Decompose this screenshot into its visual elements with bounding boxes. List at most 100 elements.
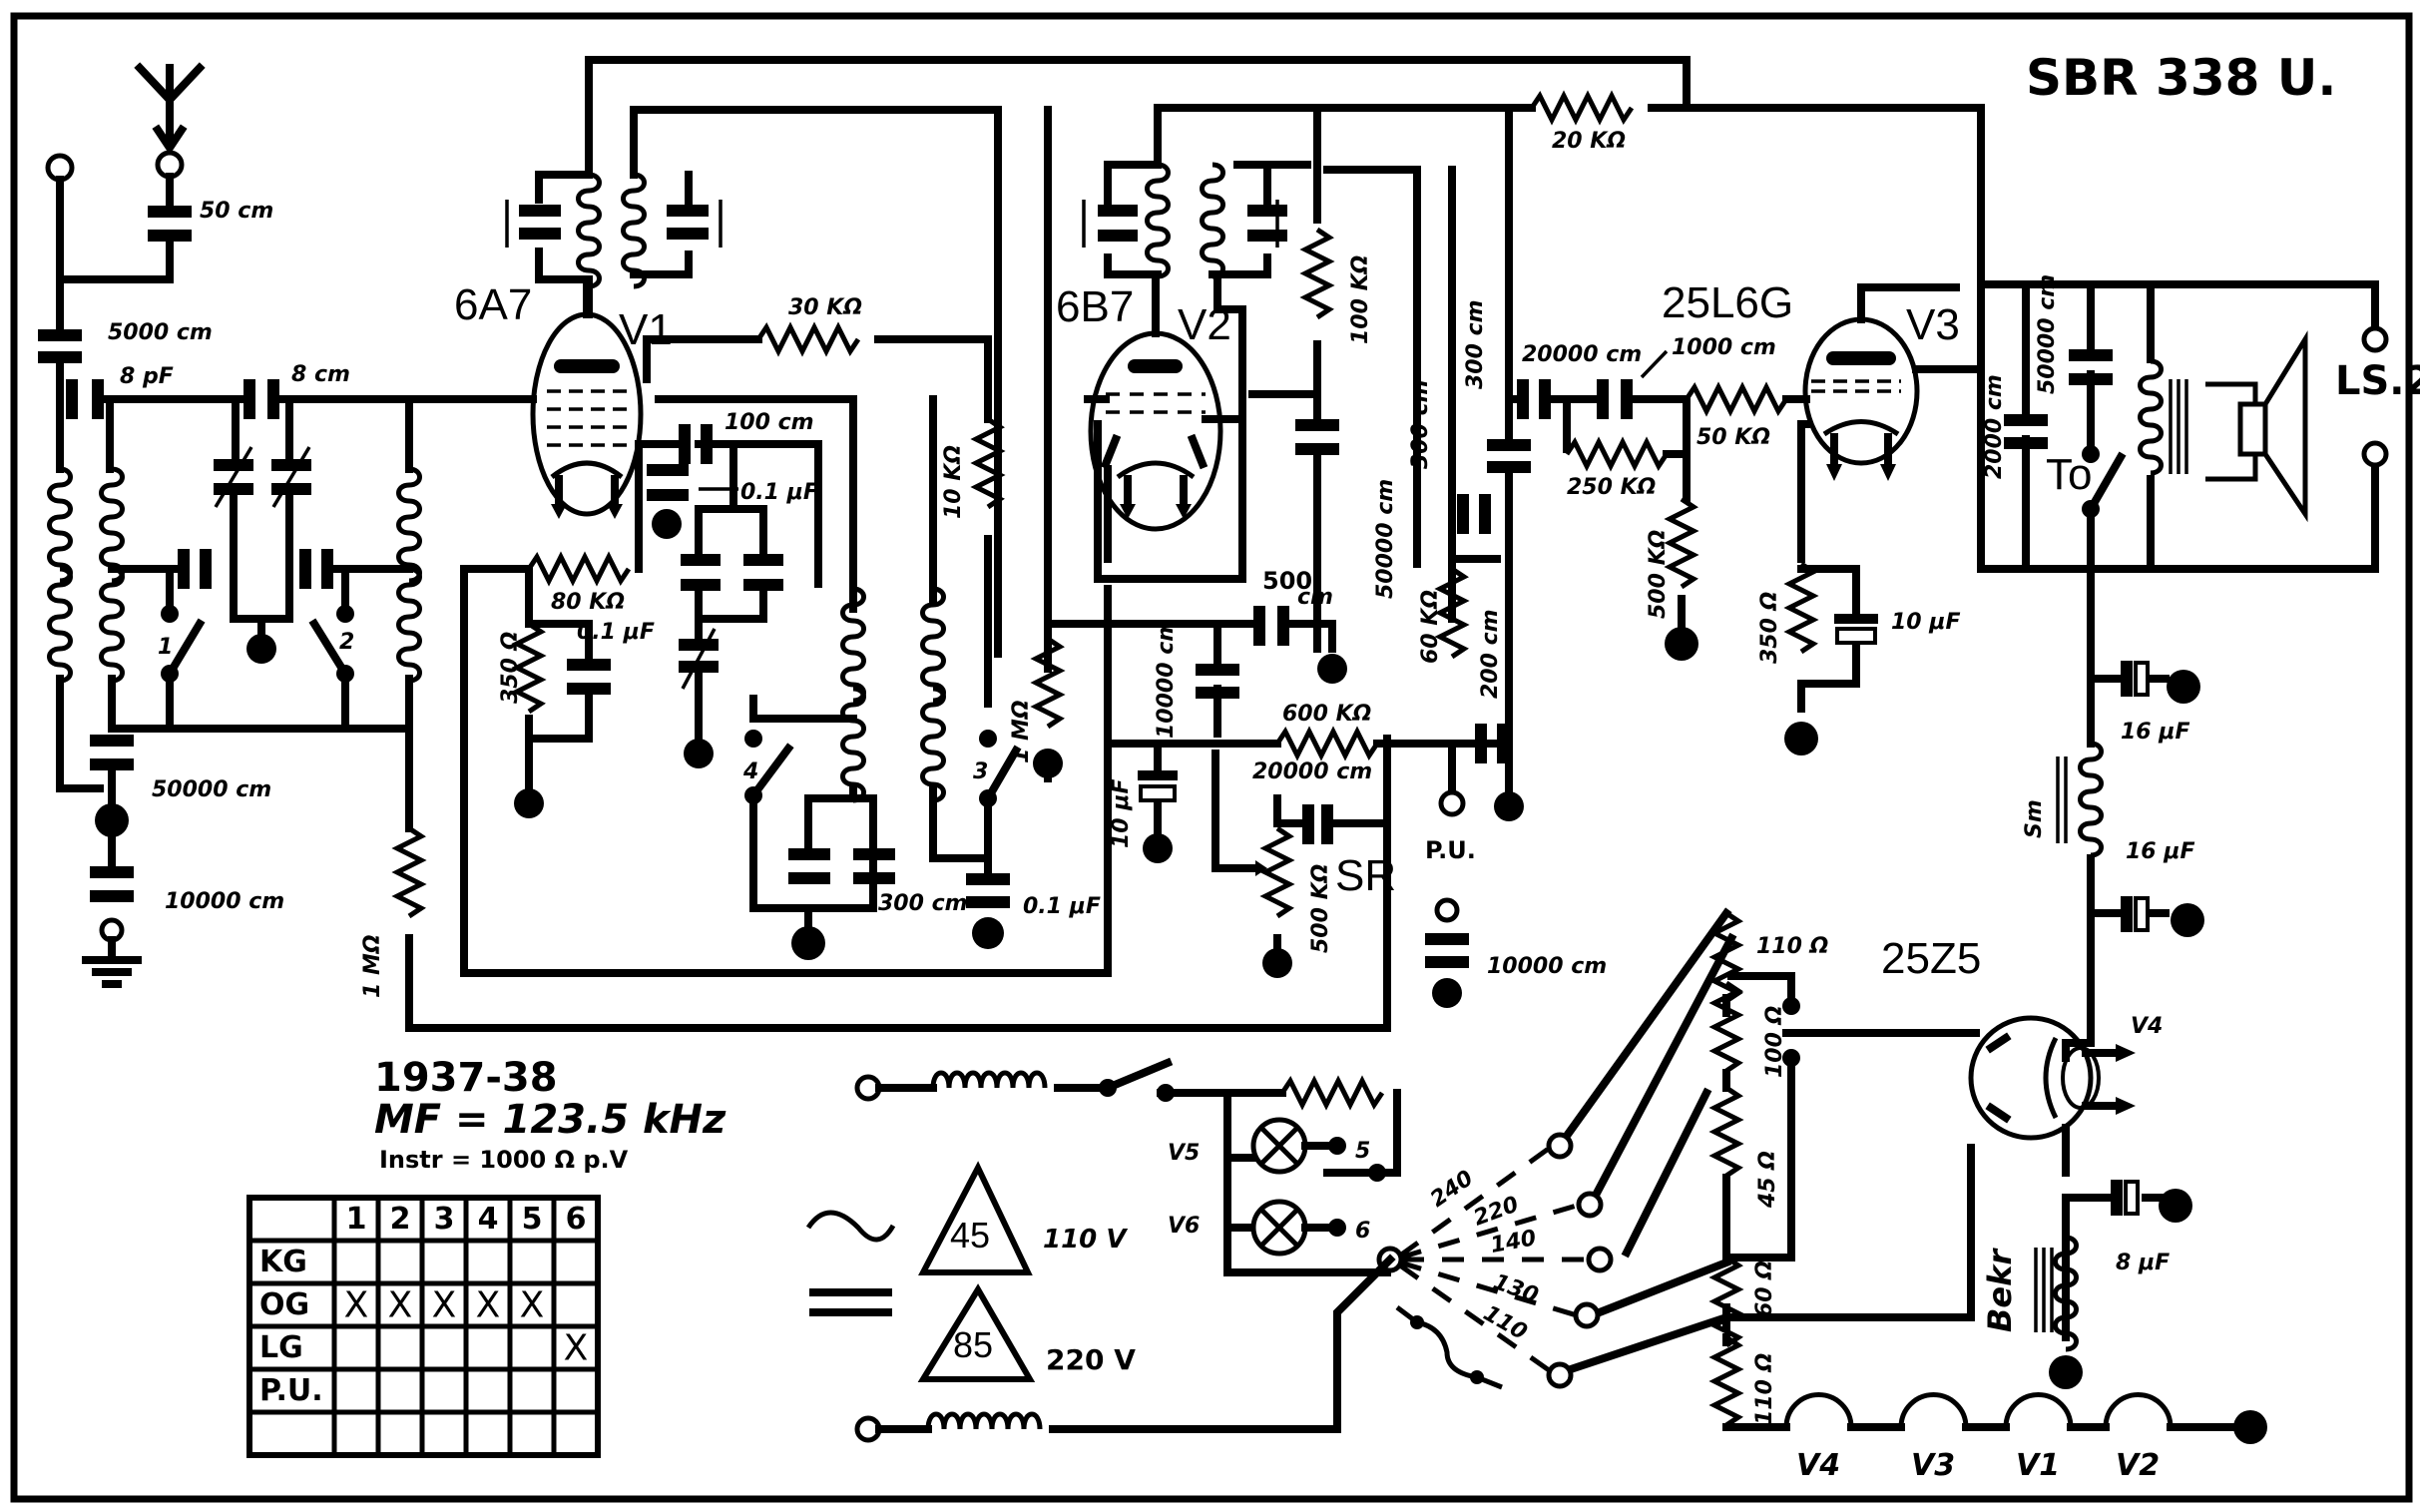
resistor-600k	[1277, 732, 1377, 756]
table-header-cell: 1	[346, 1202, 367, 1237]
cap-0.1uF-b-label: 0.1 μF	[577, 620, 655, 645]
power-switch[interactable]	[1102, 1057, 1174, 1094]
voltage-tap-240[interactable]	[1546, 1132, 1574, 1160]
cap-1000cm	[1597, 379, 1609, 419]
triangle-85-label: 85	[953, 1324, 993, 1365]
resistor-100-label: 100 Ω	[1762, 1006, 1787, 1078]
resistor-1M-left	[397, 828, 421, 916]
antenna-cap-label: 50 cm	[200, 199, 273, 224]
antenna-coil-1	[50, 469, 71, 581]
cap-10000cm-mid	[1196, 664, 1239, 676]
oscillator-coil-1	[843, 589, 864, 701]
voltage-tap-220[interactable]	[1576, 1191, 1604, 1219]
cap-0.1uF-b	[567, 659, 611, 671]
pilot-lamp-v6	[1250, 1199, 1308, 1257]
cap-8uF	[2111, 1180, 2123, 1216]
resistor-100k-label: 100 KΩ	[1348, 255, 1373, 344]
resistor-350-out	[1789, 564, 1813, 652]
resistor-500k-out-label: 500 KΩ	[1646, 530, 1671, 619]
cap-2000cm-label: 2000 cm	[1982, 374, 2007, 479]
cap-5000cm-label: 5000 cm	[108, 320, 213, 345]
oscillator-coil-2	[843, 689, 864, 800]
table-row-label: P.U.	[259, 1373, 323, 1408]
ac-dc-symbol-icon	[805, 1210, 896, 1316]
switch-3[interactable]	[982, 745, 1022, 804]
heater-v1: V1	[2016, 1448, 2060, 1483]
oscillator-coil-4	[923, 689, 944, 800]
if-transformer-1-primary	[579, 175, 600, 286]
tube-v1-type: 6A7	[454, 280, 532, 329]
tone-switch[interactable]	[2085, 451, 2127, 515]
switch-2[interactable]	[308, 565, 351, 733]
frame-border	[10, 12, 2413, 1503]
table-row-label: OG	[259, 1287, 309, 1322]
resistor-500k-sr-label: 500 KΩ	[1308, 864, 1333, 953]
volt-220-label: 220 V	[1046, 1343, 1136, 1376]
cap-10uF-out-label: 10 μF	[1891, 610, 1961, 635]
resistor-500k-out	[1670, 499, 1694, 587]
cap-16uF-b	[2121, 896, 2133, 932]
resistor-1M-mid-label: 1 MΩ	[1009, 700, 1034, 763]
resistor-60-label: 60 Ω	[1752, 1260, 1777, 1317]
resistor-1M-mid	[1036, 639, 1060, 727]
if-transformer-2-secondary	[1203, 165, 1223, 276]
cap-8pf-label: 8 pF	[120, 364, 174, 389]
table-header-cell: 6	[566, 1202, 587, 1237]
voltage-tap-130[interactable]	[1573, 1301, 1601, 1329]
resistor-60	[1714, 1258, 1738, 1345]
table-cell-mark: X	[476, 1285, 501, 1326]
cap-100cm	[679, 424, 691, 464]
cap-100cm-label: 100 cm	[725, 410, 814, 435]
pickup-label: P.U.	[1425, 836, 1476, 864]
tone-label: To	[2046, 450, 2092, 499]
cap-0.1uF-c-label: 0.1 μF	[1023, 894, 1101, 919]
tube-v3-type: 25L6G	[1662, 278, 1793, 327]
resistor-100k	[1305, 230, 1329, 317]
cap-10000cm-pu-label: 10000 cm	[1487, 954, 1607, 979]
voltage-tap-110[interactable]	[1546, 1361, 1574, 1389]
resistor-350-label: 350 Ω	[498, 632, 523, 704]
ls2-terminal-bottom[interactable]	[2361, 440, 2389, 468]
ls2-terminal-top[interactable]	[2361, 325, 2389, 353]
cap-16uF-a-label: 16 μF	[2121, 720, 2190, 745]
cap-2000cm	[2004, 414, 2048, 426]
oscillator-coil-3	[923, 589, 944, 701]
antenna-capacitor	[148, 206, 192, 218]
cap-1000cm-label: 1000 cm	[1672, 335, 1776, 360]
switch-1-label: 1	[158, 635, 173, 660]
tube-v4-ref: V4	[2131, 1014, 2163, 1039]
tube-v3-25l6g	[1802, 316, 1920, 481]
cap-50000cm-left	[90, 735, 134, 747]
if-frequency-label: MF = 123.5 kHz	[374, 1097, 726, 1143]
mains-choke-top	[930, 1070, 1048, 1089]
resistor-30k-label: 30 KΩ	[788, 295, 862, 320]
tube-v2-type: 6B7	[1056, 282, 1134, 331]
loudspeaker-icon	[2237, 330, 2308, 523]
switch-4[interactable]	[747, 743, 822, 912]
cap-500cm	[1253, 606, 1265, 646]
cap-0.1uF-c	[966, 873, 1010, 885]
resistor-45	[1714, 1088, 1738, 1176]
if-transformer-2-primary	[1148, 165, 1169, 276]
resistor-50k	[1687, 387, 1786, 411]
volt-110-label: 110 V	[1043, 1225, 1128, 1255]
switch-1[interactable]	[164, 565, 206, 733]
heater-v3: V3	[1911, 1448, 1955, 1483]
cap-0.1uF-a	[647, 464, 689, 476]
cap-50000cm-out-label: 50000 cm	[2035, 274, 2060, 394]
table-cell-mark: X	[432, 1285, 457, 1326]
volume-potentiometer-sr[interactable]	[1265, 828, 1289, 916]
tube-v1-6a7	[530, 311, 644, 519]
voltage-tap-140[interactable]	[1586, 1246, 1614, 1273]
cap-10uF-out	[1834, 614, 1878, 624]
table-cell-mark: X	[564, 1328, 589, 1369]
table-row-label: LG	[259, 1330, 303, 1365]
resistor-80k-label: 80 KΩ	[551, 590, 625, 615]
resistor-50k-label: 50 KΩ	[1696, 425, 1770, 450]
cap-16uF-b-label: 16 μF	[2126, 839, 2195, 864]
antenna-symbol	[134, 62, 206, 156]
lamp-v5-label: V5	[1168, 1141, 1200, 1166]
cap-200cm-label: 200 cm	[1478, 609, 1503, 699]
cap-10000cm-pu	[1425, 933, 1469, 945]
pickup-terminal[interactable]	[1438, 789, 1466, 817]
